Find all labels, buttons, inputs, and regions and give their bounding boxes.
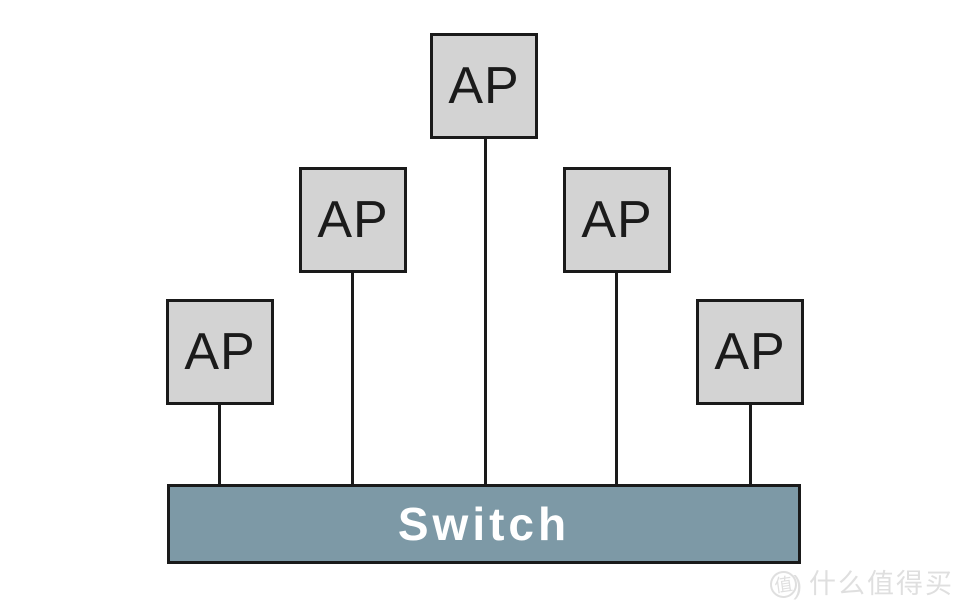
ap-node-mid-right: AP bbox=[563, 167, 671, 273]
smzdm-logo-paren: ) bbox=[793, 569, 802, 600]
watermark-text: 什么值得买 bbox=[809, 569, 954, 599]
connector-line-far-right bbox=[748, 404, 752, 485]
ap-node-label: AP bbox=[581, 191, 653, 249]
smzdm-watermark: 值 ) 什么值得买 bbox=[768, 569, 954, 600]
ap-node-label: AP bbox=[317, 191, 389, 249]
ap-node-top-center: AP bbox=[430, 33, 538, 139]
ap-node-mid-left: AP bbox=[299, 167, 407, 273]
connector-line-far-left bbox=[217, 404, 221, 485]
connector-line-mid-right bbox=[614, 271, 618, 485]
switch-node: Switch bbox=[167, 484, 801, 564]
connector-line-top-center bbox=[483, 137, 487, 485]
ap-node-label: AP bbox=[184, 323, 256, 381]
switch-label: Switch bbox=[397, 498, 571, 550]
ap-node-far-right: AP bbox=[696, 299, 804, 405]
smzdm-logo-icon: 值 ) bbox=[768, 569, 802, 600]
ap-node-far-left: AP bbox=[166, 299, 274, 405]
ap-node-label: AP bbox=[714, 323, 786, 381]
ap-node-label: AP bbox=[448, 57, 520, 115]
connector-line-mid-left bbox=[350, 271, 354, 485]
